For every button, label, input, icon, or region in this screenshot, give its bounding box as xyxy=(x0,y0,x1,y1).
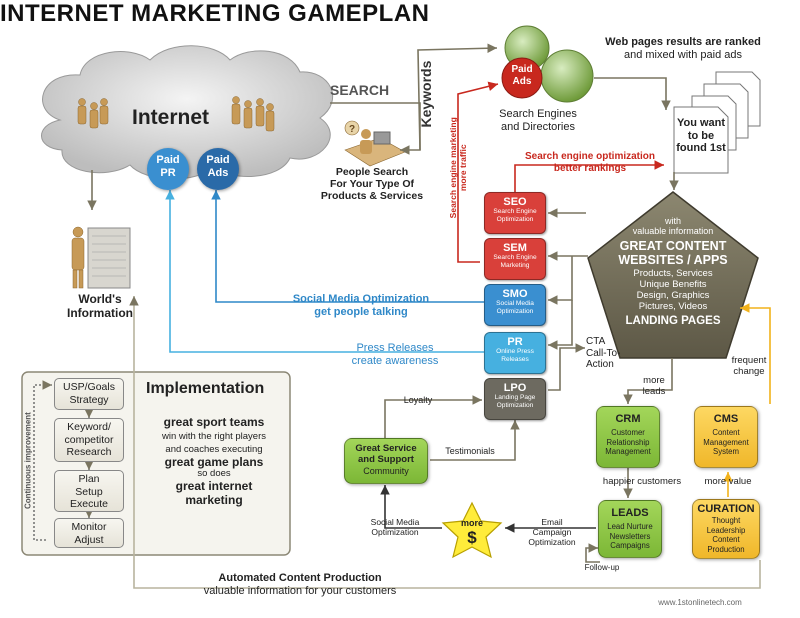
email-campaign-label: Email Campaign Optimization xyxy=(528,517,576,547)
search-engines-label: Search Engines and Directories xyxy=(499,108,577,133)
internet-cloud xyxy=(41,45,333,180)
pr-note: Press Releases create awareness xyxy=(320,342,470,367)
great-service-box[interactable]: Great Service and Support Community xyxy=(344,438,428,484)
money-star-icon xyxy=(441,501,503,559)
impl-step-monitor[interactable]: Monitor Adjust xyxy=(54,518,124,548)
ranked-note-line2: and mixed with paid ads xyxy=(623,48,742,61)
leads-title: LEADS xyxy=(611,507,649,519)
people-search-label: People Search For Your Type Of Products … xyxy=(320,166,424,203)
server-rack-icon xyxy=(71,226,131,289)
search-paid-ads-label: Paid Ads xyxy=(511,64,533,87)
cms-title: CMS xyxy=(713,413,739,425)
pr-note-line2: create awareness xyxy=(351,354,439,367)
automated-content: Automated Content Production valuable in… xyxy=(170,572,430,597)
impl-step-keyword[interactable]: Keyword/ competitor Research xyxy=(54,418,124,462)
website-link[interactable]: www.1stonlinetech.com xyxy=(658,598,742,607)
pr-title: PR xyxy=(507,336,523,348)
continuous-improvement-label: Continuous improvement xyxy=(23,412,33,510)
seo-note-line2: better rankings xyxy=(553,162,627,174)
worlds-information-label: World's Information xyxy=(67,292,133,320)
dollar-icon: $ xyxy=(467,528,477,547)
cms-sub: Content Management System xyxy=(703,428,749,457)
paid-pr-bubble[interactable]: Paid PR xyxy=(147,148,189,190)
testimonials-label: Testimonials xyxy=(445,446,495,456)
great-service-title: Great Service and Support xyxy=(355,443,417,465)
great-content-text: with valuable information GREAT CONTENT … xyxy=(602,216,744,328)
cms-box[interactable]: CMS Content Management System xyxy=(694,406,758,468)
implementation-title: Implementation xyxy=(146,380,265,397)
smo-note-line1: Social Media Optimization xyxy=(292,293,430,305)
loyalty-label: Loyalty xyxy=(403,395,433,405)
cta-label: CTA Call-To-Action xyxy=(586,336,621,370)
great-service-sub: Community xyxy=(363,466,409,476)
keywords-label: Keywords xyxy=(417,60,434,128)
crm-sub: Customer Relationship Management xyxy=(605,428,651,457)
more-leads-label: more leads xyxy=(642,375,666,397)
automated-line2: valuable information for your customers xyxy=(203,584,397,597)
impl-body-d: great game plans xyxy=(164,454,264,469)
content-with: with xyxy=(664,216,681,226)
leads-sub: Lead Nurture Newsletters Campaigns xyxy=(607,522,653,551)
crm-title: CRM xyxy=(615,413,641,425)
pr-button[interactable]: PR Online Press Releases xyxy=(484,332,546,374)
crm-box[interactable]: CRM Customer Relationship Management xyxy=(596,406,660,468)
svg-text:?: ? xyxy=(349,124,355,135)
globe-icon xyxy=(501,25,594,103)
impl-body-f: great internet marketing xyxy=(175,479,253,508)
more-value-label: more value xyxy=(704,476,752,487)
smo-title: SMO xyxy=(502,288,528,300)
sem-sub: Search Engine Marketing xyxy=(493,254,537,270)
paid-ads-bubble[interactable]: Paid Ads xyxy=(197,148,239,190)
curation-title: CURATION xyxy=(697,503,755,515)
social-media-opt-label: Social Media Optimization xyxy=(370,517,420,537)
seo-note-line1: Search engine optimization xyxy=(524,151,656,162)
follow-up-label: Follow-up xyxy=(584,563,620,572)
lpo-title: LPO xyxy=(503,382,527,394)
implementation-body: great sport teams win with the right pla… xyxy=(140,415,288,508)
smo-note: Social Media Optimization get people tal… xyxy=(236,293,486,318)
smo-button[interactable]: SMO Social Media Optimization xyxy=(484,284,546,326)
content-headline: GREAT CONTENT WEBSITES / APPS xyxy=(618,238,728,268)
impl-body-a: great sport teams xyxy=(163,415,265,429)
leads-box[interactable]: LEADS Lead Nurture Newsletters Campaigns xyxy=(598,500,662,558)
sem-vertical-label: Search engine marketing more traffic xyxy=(448,117,468,219)
ranked-note-line1: Web pages results are ranked xyxy=(605,36,761,48)
content-valuable: valuable information xyxy=(632,226,714,237)
search-label: SEARCH xyxy=(330,82,390,98)
page-title: INTERNET MARKETING GAMEPLAN xyxy=(0,0,430,27)
curation-sub: Thought Leadership Content Production xyxy=(706,516,746,555)
seo-title: SEO xyxy=(503,196,527,208)
sem-title: SEM xyxy=(503,242,527,254)
frequent-change-label: frequent change xyxy=(731,355,767,377)
lpo-button[interactable]: LPO Landing Page Optimization xyxy=(484,378,546,420)
content-list: Products, Services Unique Benefits Desig… xyxy=(633,268,713,313)
found-first-label: You want to be found 1st xyxy=(676,117,726,155)
internet-label: Internet xyxy=(132,106,210,129)
impl-body-c: and coaches executing xyxy=(165,443,263,455)
seo-button[interactable]: SEO Search Engine Optimization xyxy=(484,192,546,234)
seo-sub: Search Engine Optimization xyxy=(493,208,537,224)
smo-note-line2: get people talking xyxy=(314,305,408,318)
impl-body-e: so does xyxy=(197,468,231,480)
more-money-label: more xyxy=(460,518,483,528)
ranked-note: Web pages results are ranked and mixed w… xyxy=(588,36,778,61)
documents-icon xyxy=(673,71,761,174)
lpo-sub: Landing Page Optimization xyxy=(494,394,536,410)
content-landing: LANDING PAGES xyxy=(625,315,721,328)
smo-sub: Social Media Optimization xyxy=(496,300,534,316)
great-content-pentagon xyxy=(587,191,759,359)
impl-body-b: win with the right players xyxy=(161,430,267,442)
sem-button[interactable]: SEM Search Engine Marketing xyxy=(484,238,546,280)
impl-step-usp[interactable]: USP/Goals Strategy xyxy=(54,378,124,410)
pr-sub: Online Press Releases xyxy=(496,348,534,364)
person-desk-icon: ? xyxy=(344,120,406,167)
curation-box[interactable]: CURATION Thought Leadership Content Prod… xyxy=(692,499,760,559)
automated-line1: Automated Content Production xyxy=(218,572,382,584)
pr-note-line1: Press Releases xyxy=(356,342,434,354)
happier-customers-label: happier customers xyxy=(602,476,682,487)
impl-step-plan[interactable]: Plan Setup Execute xyxy=(54,470,124,512)
seo-note: Search engine optimization better rankin… xyxy=(520,151,660,174)
